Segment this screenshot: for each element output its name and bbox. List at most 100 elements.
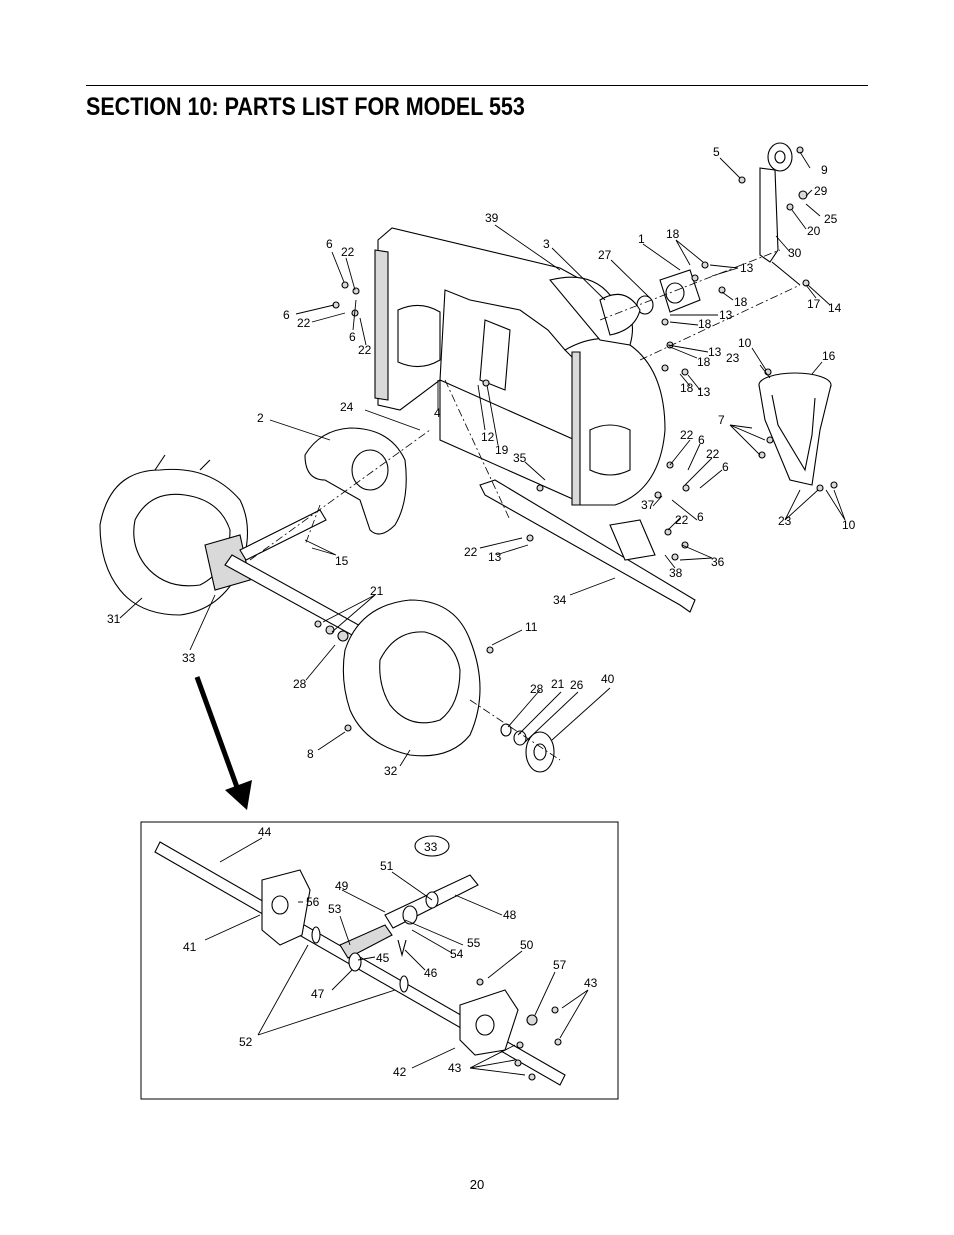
callout-57: 57 [553,958,567,972]
inset-leader-lines [204,837,589,1076]
inset-frame [140,821,619,1100]
callout-41: 41 [183,940,197,954]
callout-23: 23 [726,351,740,365]
callout-1: 1 [638,232,645,246]
callout-27: 27 [598,248,612,262]
callout-10: 10 [842,518,856,532]
callout-50: 50 [520,938,534,952]
callout-28: 28 [293,677,307,691]
callout-37: 37 [641,498,655,512]
callout-43: 43 [584,976,598,990]
left-auger [99,454,251,616]
callout-49: 49 [335,879,349,893]
callout-26: 26 [570,678,584,692]
callout-23: 23 [778,514,792,528]
callout-labels: 5 9 29 25 20 30 39 3 1 18 27 13 18 13 18… [107,145,856,1079]
drive-bearing [500,723,555,773]
callout-11: 11 [525,620,538,634]
callout-6: 6 [698,433,705,447]
callout-45: 45 [376,951,390,965]
callout-6: 6 [349,330,356,344]
callout-22: 22 [297,316,311,330]
callout-10: 10 [738,336,752,350]
callout-38: 38 [669,566,683,580]
callout-22: 22 [706,447,720,461]
callout-13: 13 [719,308,733,322]
callout-28: 28 [530,682,544,696]
hardware-fasteners [314,146,838,732]
callout-53: 53 [328,902,342,916]
callout-5: 5 [713,145,720,159]
callout-22: 22 [464,545,478,559]
callout-52: 52 [239,1035,253,1049]
callout-40: 40 [601,672,615,686]
callout-9: 9 [821,163,828,177]
callout-22: 22 [358,343,372,357]
callout-24: 24 [340,400,354,414]
page-number: 20 [469,1177,485,1192]
callout-19: 19 [495,443,509,457]
inset-assembly [154,835,566,1086]
auger-housing [374,227,666,506]
callout-48: 48 [503,908,517,922]
callout-17: 17 [807,297,821,311]
callout-18: 18 [697,355,711,369]
callout-2: 2 [257,411,264,425]
scraper-bar [479,479,696,613]
callout-29: 29 [814,184,828,198]
alignment-lines [249,249,801,761]
callout-22: 22 [675,513,689,527]
callout-43: 43 [448,1061,462,1075]
callout-34: 34 [553,593,567,607]
callout-18: 18 [698,317,712,331]
callout-30: 30 [788,246,802,260]
impeller [304,427,407,535]
callout-6: 6 [697,510,704,524]
callout-13: 13 [708,345,722,359]
callout-55: 55 [467,936,481,950]
discharge-chute [758,372,832,486]
bearing-plate [599,269,701,336]
inset-circle [414,835,450,857]
callout-6: 6 [283,308,290,322]
callout-13: 13 [740,261,754,275]
callout-6: 6 [326,237,333,251]
header-rule [86,85,868,86]
callout-12: 12 [481,430,495,444]
pulley-bracket [759,142,801,286]
callout-18: 18 [680,381,694,395]
callout-22: 22 [680,428,694,442]
callout-7: 7 [718,413,725,427]
callout-51: 51 [380,859,394,873]
callout-22: 22 [341,245,355,259]
callout-35: 35 [513,451,527,465]
callout-15: 15 [335,554,349,568]
callout-3: 3 [543,237,550,251]
callout-6: 6 [722,460,729,474]
callout-18: 18 [734,295,748,309]
detail-arrow [194,676,252,810]
callout-14: 14 [828,301,842,315]
callout-32: 32 [384,764,398,778]
callout-20: 20 [807,224,821,238]
callout-4: 4 [434,406,441,420]
callout-36: 36 [711,555,725,569]
callout-18: 18 [666,227,680,241]
callout-39: 39 [485,211,499,225]
leader-lines [119,151,846,767]
callout-25: 25 [824,212,838,226]
callout-46: 46 [424,966,438,980]
right-auger [342,599,481,757]
inset-circle-label: 33 [424,840,438,854]
callout-13: 13 [697,385,711,399]
callout-31: 31 [107,612,121,626]
page-title: SECTION 10: PARTS LIST FOR MODEL 553 [86,93,525,121]
callout-54: 54 [450,947,464,961]
callout-21: 21 [551,677,565,691]
callout-33: 33 [182,651,196,665]
callout-56: 56 [306,895,320,909]
callout-47: 47 [311,987,325,1001]
callout-42: 42 [393,1065,407,1079]
callout-21: 21 [370,584,384,598]
